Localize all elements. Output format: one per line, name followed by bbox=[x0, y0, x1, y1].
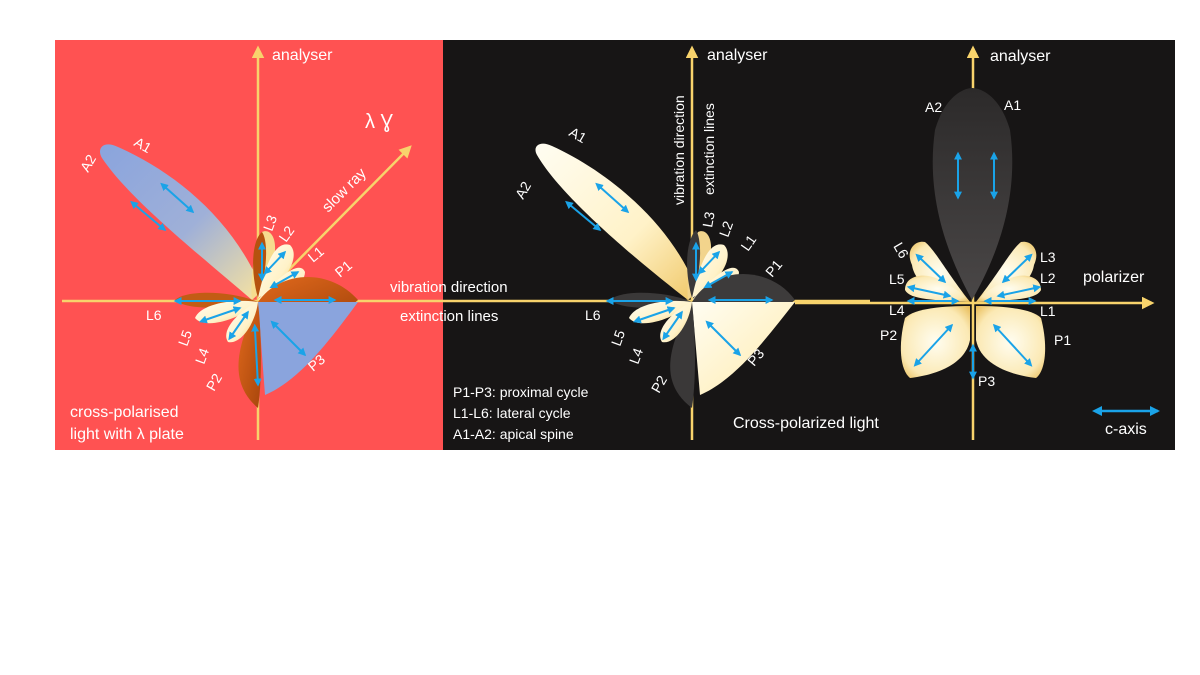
middle-horizontal-label-2: extinction lines bbox=[400, 308, 498, 325]
middle-label-l6: L6 bbox=[585, 307, 601, 323]
right-label-l2: L2 bbox=[1040, 270, 1056, 286]
right-label-l1: L1 bbox=[1040, 303, 1056, 319]
middle-legend-line-2: L1-L6: lateral cycle bbox=[453, 405, 571, 421]
right-label-a1: A1 bbox=[1004, 97, 1021, 113]
caxis-legend-label: c-axis bbox=[1105, 421, 1147, 438]
middle-vertical-label-2: extinction lines bbox=[701, 103, 717, 195]
middle-legend-line-1: P1-P3: proximal cycle bbox=[453, 384, 589, 400]
middle-legend-line-3: A1-A2: apical spine bbox=[453, 426, 574, 442]
middle-caption: Cross-polarized light bbox=[733, 415, 879, 432]
right-analyser-label: analyser bbox=[990, 48, 1051, 65]
right-label-p2: P2 bbox=[880, 327, 897, 343]
right-label-p3: P3 bbox=[978, 373, 995, 389]
middle-label-l3: L3 bbox=[699, 210, 717, 228]
right-label-l5: L5 bbox=[889, 271, 905, 287]
left-caption-line1: cross-polarised bbox=[70, 404, 178, 421]
left-gamma-label: λ Ɣ bbox=[365, 111, 394, 133]
middle-analyser-label: analyser bbox=[707, 47, 768, 64]
left-caption-line2: light with λ plate bbox=[70, 426, 184, 443]
left-analyser-label: analyser bbox=[272, 47, 333, 64]
right-label-l4: L4 bbox=[889, 302, 905, 318]
middle-vertical-label-1: vibration direction bbox=[671, 95, 687, 205]
right-label-p1: P1 bbox=[1054, 332, 1071, 348]
left-label-l6: L6 bbox=[146, 307, 162, 323]
middle-horizontal-label-1: vibration direction bbox=[390, 279, 508, 296]
right-label-l3: L3 bbox=[1040, 249, 1056, 265]
right-label-a2: A2 bbox=[925, 99, 942, 115]
right-polarizer-label: polarizer bbox=[1083, 269, 1145, 286]
